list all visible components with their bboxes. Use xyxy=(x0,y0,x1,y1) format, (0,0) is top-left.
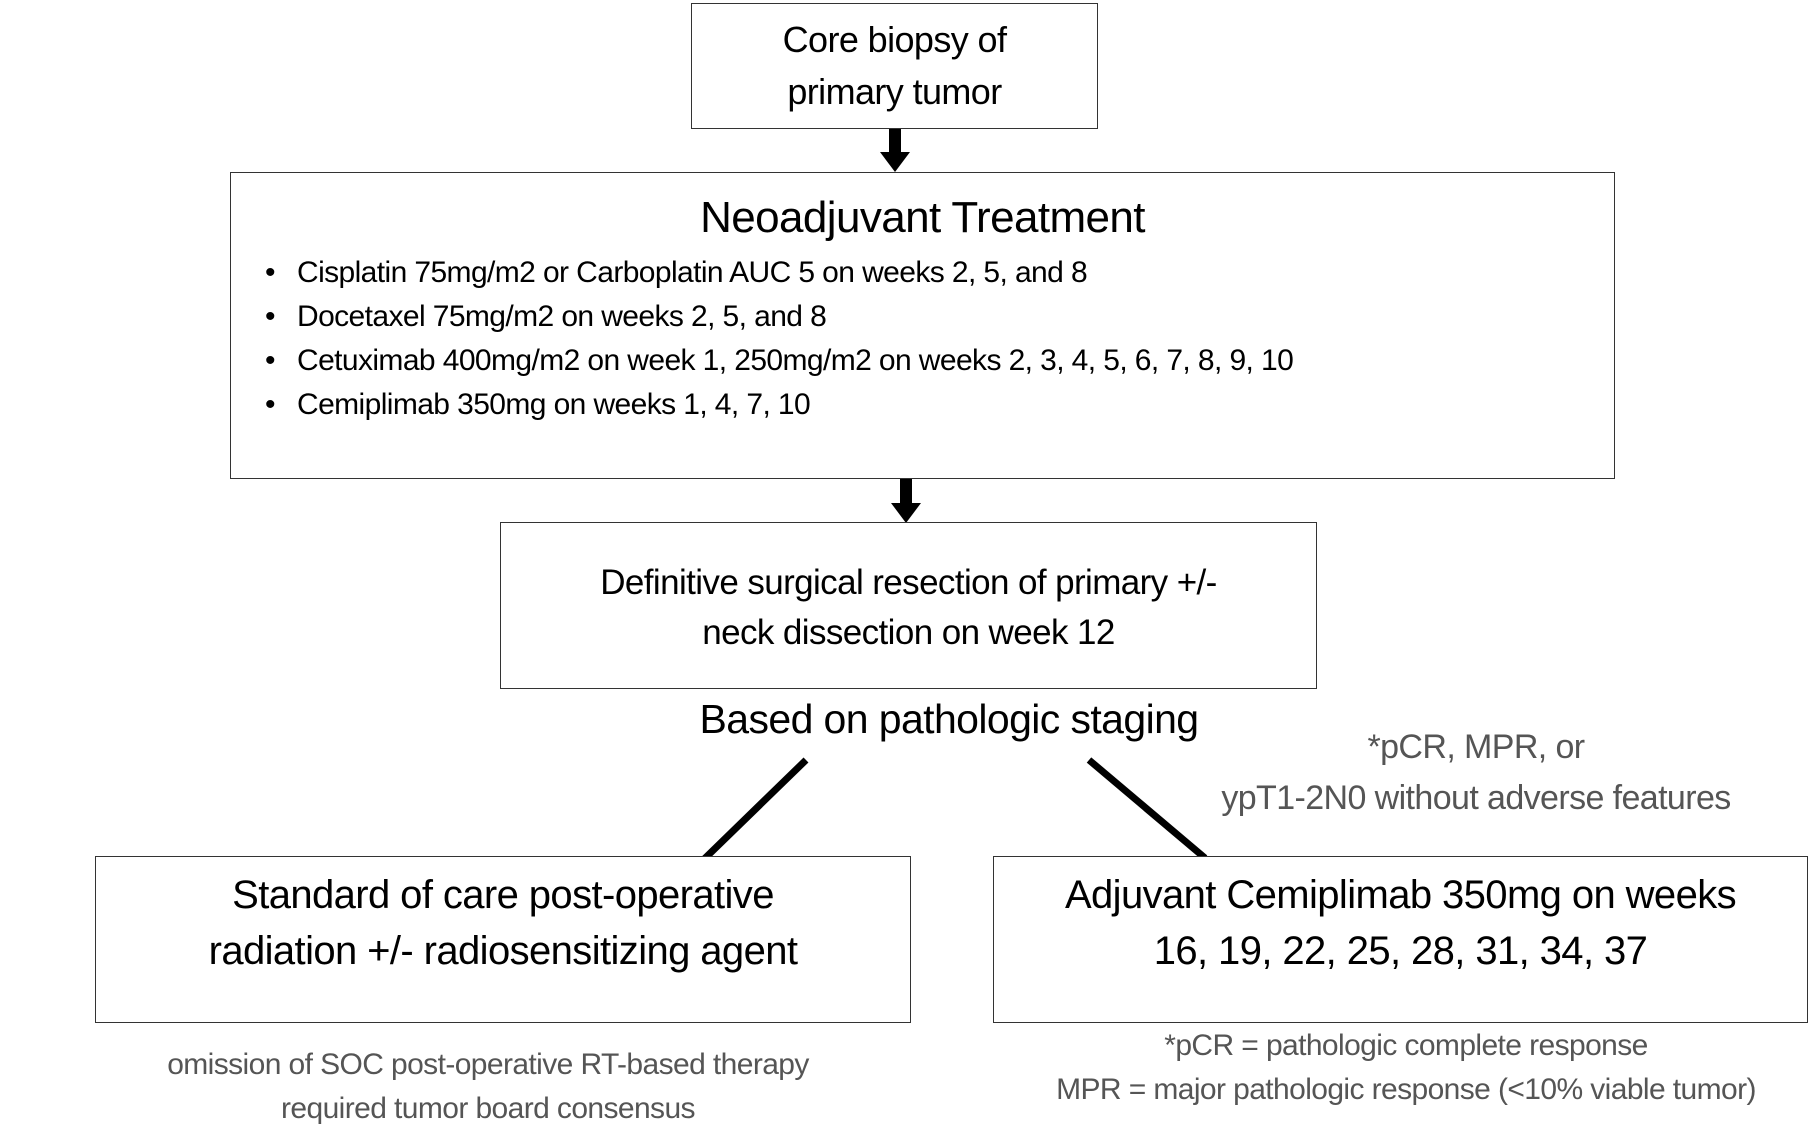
arrow-neoadjuvant-to-surgery xyxy=(891,479,921,523)
left-footnote-line1: omission of SOC post-operative RT-based … xyxy=(167,1048,809,1081)
standard-of-care-line2: radiation +/- radiosensitizing agent xyxy=(208,929,798,973)
standard-of-care-line1: Standard of care post-operative xyxy=(232,873,774,917)
surgery-line2: neck dissection on week 12 xyxy=(702,613,1115,652)
neoadjuvant-box: Neoadjuvant Treatment •Cisplatin 75mg/m2… xyxy=(230,172,1615,479)
left-footnote-line2: required tumor board consensus xyxy=(281,1092,696,1125)
right-footnote-line2: MPR = major pathologic response (<10% vi… xyxy=(1056,1073,1756,1106)
bullet-item: •Cisplatin 75mg/m2 or Carboplatin AUC 5 … xyxy=(265,256,1088,289)
neoadjuvant-title: Neoadjuvant Treatment xyxy=(700,193,1145,242)
adjuvant-line1: Adjuvant Cemiplimab 350mg on weeks xyxy=(1064,873,1737,917)
bullet-item: •Cetuximab 400mg/m2 on week 1, 250mg/m2 … xyxy=(265,344,1294,377)
standard-of-care-box: Standard of care post-operative radiatio… xyxy=(95,856,911,1023)
neoadjuvant-bullets: •Cisplatin 75mg/m2 or Carboplatin AUC 5 … xyxy=(265,251,1294,427)
adjuvant-line2: 16, 19, 22, 25, 28, 31, 34, 37 xyxy=(1153,929,1648,973)
core-biopsy-line2: primary tumor xyxy=(787,71,1002,112)
criteria-note-line1: *pCR, MPR, or xyxy=(1367,728,1585,766)
surgery-line1: Definitive surgical resection of primary… xyxy=(600,563,1217,602)
bullet-item: •Cemiplimab 350mg on weeks 1, 4, 7, 10 xyxy=(265,388,811,421)
surgery-box: Definitive surgical resection of primary… xyxy=(500,522,1317,689)
bullet-item: •Docetaxel 75mg/m2 on weeks 2, 5, and 8 xyxy=(265,300,827,333)
arrow-to-standard-of-care xyxy=(694,757,809,869)
arrow-biopsy-to-neoadjuvant xyxy=(880,128,910,172)
staging-label: Based on pathologic staging xyxy=(699,696,1200,742)
arrow-to-adjuvant xyxy=(1086,757,1208,861)
criteria-note-line2: ypT1-2N0 without adverse features xyxy=(1221,779,1731,817)
core-biopsy-box: Core biopsy of primary tumor xyxy=(691,3,1098,129)
core-biopsy-line1: Core biopsy of xyxy=(782,19,1007,60)
adjuvant-box: Adjuvant Cemiplimab 350mg on weeks 16, 1… xyxy=(993,856,1808,1023)
right-footnote-line1: *pCR = pathologic complete response xyxy=(1164,1029,1648,1062)
